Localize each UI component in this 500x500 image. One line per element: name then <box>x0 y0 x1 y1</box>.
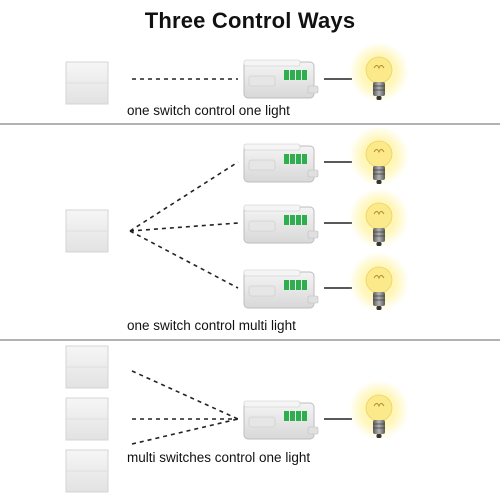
light-bulb <box>349 188 409 248</box>
wall-switch <box>65 209 109 253</box>
light-bulb <box>349 126 409 186</box>
wall-switch <box>65 345 109 389</box>
relay-module <box>243 204 319 244</box>
relay-module <box>243 269 319 309</box>
wall-switch <box>65 449 109 493</box>
section-caption: one switch control multi light <box>127 318 296 333</box>
relay-module <box>243 400 319 440</box>
wall-switch <box>65 397 109 441</box>
relay-module <box>243 143 319 183</box>
wireless-link <box>129 161 239 232</box>
wireless-link <box>129 222 239 232</box>
wireless-link <box>129 230 239 289</box>
wireless-link <box>131 370 239 420</box>
light-bulb <box>349 380 409 440</box>
light-bulb <box>349 252 409 312</box>
relay-module <box>243 59 319 99</box>
section-one-switch-one-light <box>65 42 409 105</box>
section-caption: multi switches control one light <box>127 450 311 465</box>
diagram-title: Three Control Ways <box>144 8 356 33</box>
section-multi-switch-one-light <box>65 345 409 493</box>
wireless-link <box>131 418 239 445</box>
section-caption: one switch control one light <box>127 103 290 118</box>
light-bulb <box>349 42 409 102</box>
wall-switch <box>65 61 109 105</box>
section-one-switch-multi-light <box>65 126 409 312</box>
